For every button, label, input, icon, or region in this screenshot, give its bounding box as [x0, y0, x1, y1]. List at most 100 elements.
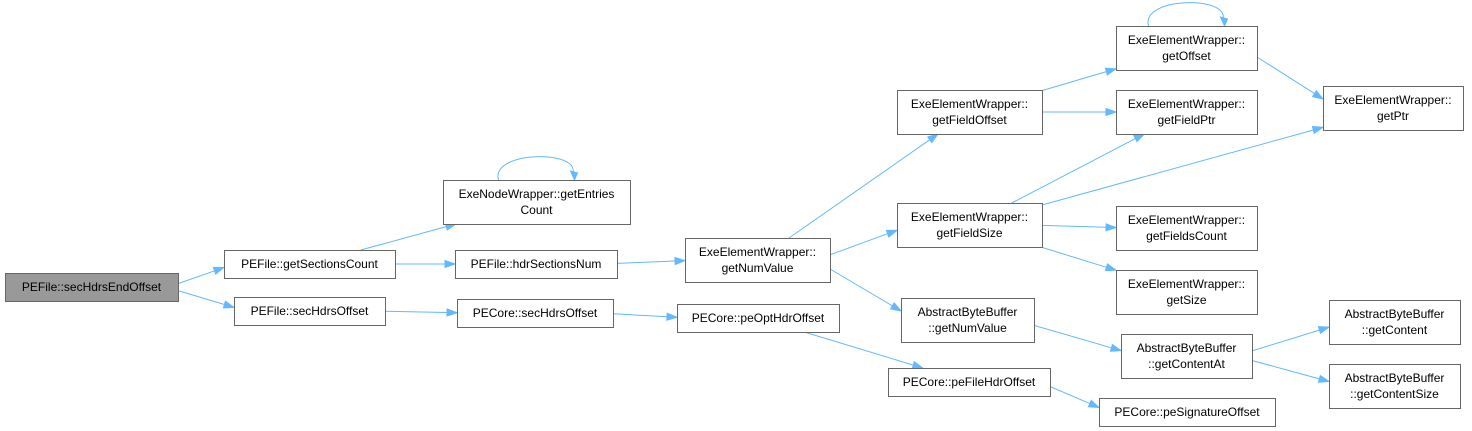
- edge-n11-to-n17: [1049, 386, 1101, 409]
- node-box: [888, 368, 1051, 397]
- node-box: [1116, 270, 1258, 315]
- node-box: [1116, 206, 1258, 251]
- node-exeelementwrapper-getfieldoffset[interactable]: ExeElementWrapper::getFieldOffset: [897, 90, 1043, 135]
- node-pefile-sechdrsendoffset[interactable]: PEFile::secHdrsEndOffset: [5, 273, 179, 302]
- node-exeelementwrapper-getptr[interactable]: ExeElementWrapper::getPtr: [1323, 86, 1464, 131]
- node-label-line: ExeElementWrapper::: [1128, 97, 1245, 111]
- node-pecore-sechdrsoffset[interactable]: PECore::secHdrsOffset: [457, 299, 614, 328]
- node-label-line: ExeElementWrapper::: [1128, 213, 1245, 227]
- node-box: [457, 299, 614, 328]
- node-label-line: AbstractByteBuffer: [1345, 371, 1445, 385]
- node-label-line: Count: [520, 203, 553, 217]
- node-pefile-hdrsectionsnum[interactable]: PEFile::hdrSectionsNum: [455, 250, 618, 279]
- node-exeelementwrapper-getoffset[interactable]: ExeElementWrapper::getOffset: [1116, 26, 1258, 71]
- node-box: [1329, 300, 1461, 345]
- node-abstractbytebuffer-getnumvalue[interactable]: AbstractByteBuffer::getNumValue: [901, 298, 1035, 343]
- node-label-line: AbstractByteBuffer: [1137, 341, 1237, 355]
- edge-n4-to-n6: [616, 256, 687, 266]
- edge-n1-to-n3: [360, 222, 458, 251]
- node-layer: PEFile::secHdrsEndOffset PEFile::getSecti…: [5, 26, 1464, 427]
- edge-n0-to-n1: [177, 266, 226, 285]
- node-exeelementwrapper-getfieldptr[interactable]: ExeElementWrapper::getFieldPtr: [1116, 90, 1258, 135]
- node-label-line: ExeElementWrapper::: [911, 97, 1028, 111]
- node-box: [685, 238, 831, 283]
- node-label-line: getOffset: [1162, 49, 1211, 63]
- node-exeelementwrapper-getfieldscount[interactable]: ExeElementWrapper::getFieldsCount: [1116, 206, 1258, 251]
- node-label-line: ::getNumValue: [928, 321, 1007, 335]
- edge-n5-to-n7: [612, 312, 679, 321]
- node-label-line: PEFile::getSectionsCount: [241, 257, 378, 271]
- node-pecore-peopthdroffset[interactable]: PECore::peOptHdrOffset: [677, 304, 840, 333]
- edge-n9-to-n18: [1041, 126, 1325, 206]
- edge-layer: [177, 2, 1331, 409]
- node-box: [1329, 364, 1461, 409]
- node-label-line: ExeNodeWrapper::getEntries: [459, 187, 615, 201]
- node-label-line: getSize: [1166, 293, 1206, 307]
- node-label-line: PEFile::secHdrsEndOffset: [22, 280, 162, 294]
- node-label-line: ::getContentAt: [1148, 357, 1225, 371]
- node-box: [677, 304, 840, 333]
- node-box: [1323, 86, 1464, 131]
- node-exeelementwrapper-getfieldsize[interactable]: ExeElementWrapper::getFieldSize: [897, 203, 1043, 248]
- edge-n16-to-n19: [1251, 326, 1331, 352]
- edge-n8-to-n12: [1041, 67, 1118, 92]
- edge-n9-to-n13: [1011, 133, 1146, 204]
- node-box: [901, 298, 1035, 343]
- node-label-line: AbstractByteBuffer: [918, 305, 1018, 319]
- node-box: [224, 250, 396, 279]
- node-box: [443, 180, 631, 225]
- edge-n16-to-n20: [1251, 360, 1331, 383]
- node-box: [234, 297, 386, 326]
- edge-n12-to-n12: [1147, 2, 1229, 28]
- node-label-line: getPtr: [1377, 109, 1409, 123]
- node-pecore-pefilehdroffset[interactable]: PECore::peFileHdrOffset: [888, 368, 1051, 397]
- node-abstractbytebuffer-getcontentsize[interactable]: AbstractByteBuffer::getContentSize: [1329, 364, 1461, 409]
- node-label-line: PECore::peSignatureOffset: [1114, 405, 1260, 419]
- node-label-line: PECore::peOptHdrOffset: [692, 311, 825, 325]
- node-box: [1116, 90, 1258, 135]
- edge-n6-to-n9: [829, 229, 899, 256]
- node-label-line: getFieldsCount: [1146, 229, 1227, 243]
- node-label-line: ExeElementWrapper::: [1128, 33, 1245, 47]
- edge-n1-to-n4: [395, 259, 457, 269]
- node-pecore-pesignatureoffset[interactable]: PECore::peSignatureOffset: [1099, 398, 1276, 427]
- node-box: [897, 90, 1043, 135]
- node-exeelementwrapper-getnumvalue[interactable]: ExeElementWrapper::getNumValue: [685, 238, 831, 283]
- node-box: [5, 273, 179, 302]
- node-abstractbytebuffer-getcontentat[interactable]: AbstractByteBuffer::getContentAt: [1121, 334, 1253, 379]
- edge-n8-to-n13: [1042, 107, 1118, 117]
- edge-n10-to-n16: [1033, 324, 1123, 352]
- node-label-line: PEFile::secHdrsOffset: [251, 304, 369, 318]
- node-pefile-getsectionscount[interactable]: PEFile::getSectionsCount: [224, 250, 396, 279]
- node-label-line: ExeElementWrapper::: [1334, 93, 1451, 107]
- node-label-line: AbstractByteBuffer: [1345, 307, 1445, 321]
- node-label-line: ExeElementWrapper::: [911, 210, 1028, 224]
- edge-n0-to-n2: [177, 290, 236, 309]
- edge-n6-to-n10: [829, 268, 903, 312]
- edge-n9-to-n14: [1041, 223, 1118, 232]
- node-box: [1116, 26, 1258, 71]
- node-box: [455, 250, 618, 279]
- node-abstractbytebuffer-getcontent[interactable]: AbstractByteBuffer::getContent: [1329, 300, 1461, 345]
- node-box: [897, 203, 1043, 248]
- node-label-line: ExeElementWrapper::: [699, 245, 816, 259]
- edge-n2-to-n5: [384, 308, 459, 317]
- node-label-line: PECore::secHdrsOffset: [473, 306, 598, 320]
- node-label-line: getFieldSize: [936, 226, 1002, 240]
- node-label-line: getNumValue: [722, 261, 794, 275]
- node-exeelementwrapper-getsize[interactable]: ExeElementWrapper::getSize: [1116, 270, 1258, 315]
- node-pefile-sechdrsoffset[interactable]: PEFile::secHdrsOffset: [234, 297, 386, 326]
- node-box: [1121, 334, 1253, 379]
- edge-n3-to-n3: [497, 156, 579, 182]
- node-label-line: PECore::peFileHdrOffset: [903, 375, 1036, 389]
- node-label-line: ::getContent: [1362, 323, 1428, 337]
- edge-n9-to-n15: [1040, 246, 1118, 272]
- node-label-line: PEFile::hdrSectionsNum: [471, 257, 602, 271]
- node-box: [1099, 398, 1276, 427]
- edge-n12-to-n18: [1256, 56, 1325, 100]
- node-label-line: getFieldOffset: [932, 113, 1007, 127]
- node-label-line: ::getContentSize: [1350, 387, 1439, 401]
- node-label-line: getFieldPtr: [1157, 113, 1215, 127]
